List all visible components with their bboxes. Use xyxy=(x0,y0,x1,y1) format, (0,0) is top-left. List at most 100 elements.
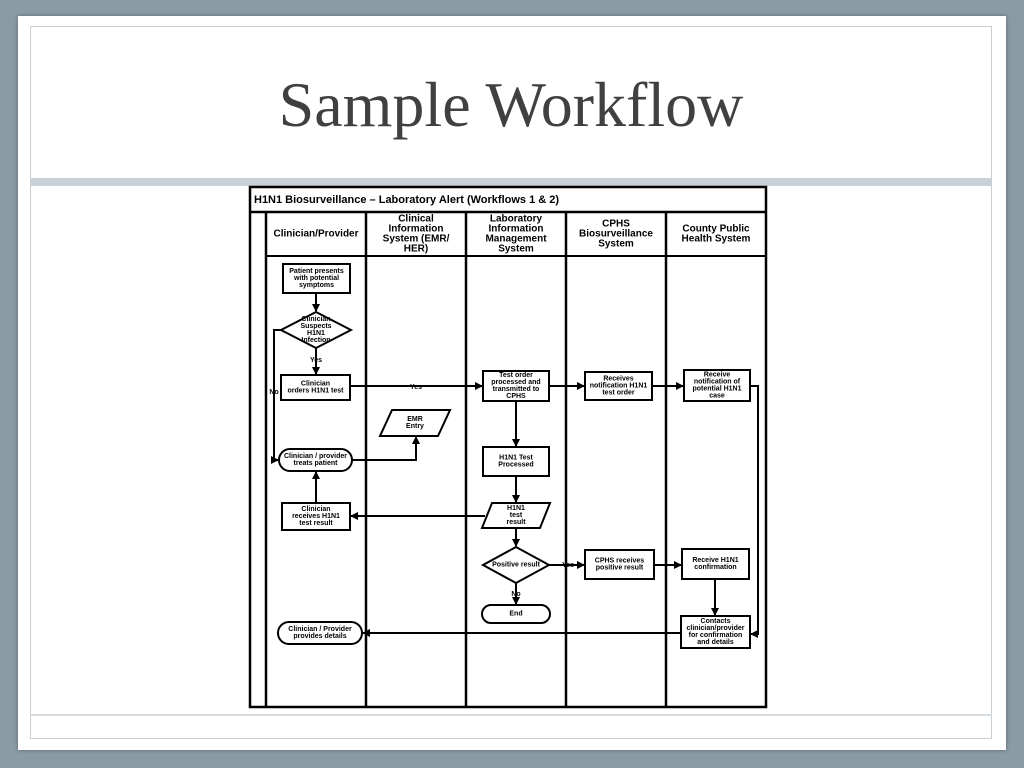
text-line: potential H1N1 xyxy=(692,386,741,393)
text-line: Receives xyxy=(603,376,633,383)
text-line: notification of xyxy=(694,379,741,386)
edge-label-no-2: No xyxy=(511,591,520,598)
text-line: H1N1 xyxy=(307,330,325,337)
node-cphs-receives-order xyxy=(584,371,653,401)
footer-divider xyxy=(30,714,992,716)
edge-notification-to-contacts xyxy=(750,385,759,638)
text-line: Receive H1N1 xyxy=(692,557,738,564)
slide-title: Sample Workflow xyxy=(278,69,744,140)
text-line: positive result xyxy=(596,565,644,572)
decision-positive-result-label: Positive result xyxy=(492,562,541,569)
node-county-notification xyxy=(683,369,751,402)
text-line: Contacts xyxy=(701,618,731,625)
text-line: notification H1N1 xyxy=(590,383,648,390)
text-line: Suspects xyxy=(300,323,331,330)
text-line: Clinician xyxy=(301,506,330,513)
lane-header-clinician: Clinician/Provider xyxy=(273,229,358,240)
text-line: Clinician/Provider xyxy=(273,229,358,240)
text-line: Clinical xyxy=(398,214,434,225)
text-line: Information xyxy=(489,224,544,235)
text-line: orders H1N1 test xyxy=(287,388,344,395)
text-line: Infection xyxy=(301,337,330,344)
text-line: End xyxy=(509,611,522,618)
text-line: CPHS receives xyxy=(595,558,645,565)
text-line: CPHS xyxy=(602,219,630,230)
node-clinician-orders-test xyxy=(280,374,351,401)
text-line: treats patient xyxy=(294,460,339,467)
node-end xyxy=(481,604,551,624)
text-line: transmitted to xyxy=(493,386,540,393)
text-line: Clinician / Provider xyxy=(288,626,352,633)
node-patient-presents xyxy=(282,263,351,294)
text-line: clinician/provider xyxy=(687,625,745,632)
text-line: EMR xyxy=(407,416,423,423)
node-h1n1-test-result xyxy=(480,502,552,529)
text-line: with potential xyxy=(293,275,339,282)
node-emr-entry xyxy=(378,409,452,437)
text-line: receives H1N1 xyxy=(292,513,340,520)
text-line: case xyxy=(709,393,725,400)
text-line: County Public xyxy=(682,224,750,235)
text-line: Patient presents xyxy=(289,268,344,275)
edge-label-yes-1: Yes xyxy=(310,357,322,364)
text-line: Biosurveillance xyxy=(579,229,653,240)
text-line: Positive result xyxy=(492,562,541,569)
node-end-label: End xyxy=(509,611,522,618)
text-line: test xyxy=(510,512,523,519)
text-line: confirmation xyxy=(694,564,736,571)
text-line: Clinician xyxy=(301,381,330,388)
slide-frame xyxy=(30,26,992,739)
title-divider xyxy=(30,178,992,186)
text-line: provides details xyxy=(293,633,346,640)
edge-label-yes-3: Yes xyxy=(562,562,574,569)
text-line: System xyxy=(498,244,534,255)
text-line: processed and xyxy=(491,379,540,386)
text-line: Entry xyxy=(406,423,424,430)
text-line: test order xyxy=(602,390,635,397)
text-line: result xyxy=(506,519,526,526)
edge-suspects-no xyxy=(271,329,281,464)
text-line: System (EMR/ xyxy=(383,234,450,245)
text-line: Clinician xyxy=(301,316,330,323)
text-line: for confirmation xyxy=(689,632,743,639)
text-line: Health System xyxy=(682,234,751,245)
text-line: Receive xyxy=(704,372,731,379)
text-line: System xyxy=(598,239,634,250)
text-line: Management xyxy=(485,234,547,245)
text-line: Laboratory xyxy=(490,214,543,225)
edge-label-no-1: No xyxy=(269,389,278,396)
text-line: CPHS xyxy=(506,393,526,400)
text-line: Test order xyxy=(499,372,533,379)
text-line: H1N1 xyxy=(507,505,525,512)
text-line: Clinician / provider xyxy=(284,453,347,460)
text-line: H1N1 Test xyxy=(499,455,533,462)
text-line: symptoms xyxy=(299,282,334,289)
node-cphs-positive-result xyxy=(584,549,655,580)
text-line: HER) xyxy=(404,244,428,255)
edge-label-yes-2: Yes xyxy=(410,384,422,391)
text-line: and details xyxy=(697,639,734,646)
text-line: test result xyxy=(299,520,333,527)
text-line: Information xyxy=(389,224,444,235)
diagram-header: H1N1 Biosurveillance – Laboratory Alert … xyxy=(254,194,559,206)
text-line: Processed xyxy=(498,462,533,469)
